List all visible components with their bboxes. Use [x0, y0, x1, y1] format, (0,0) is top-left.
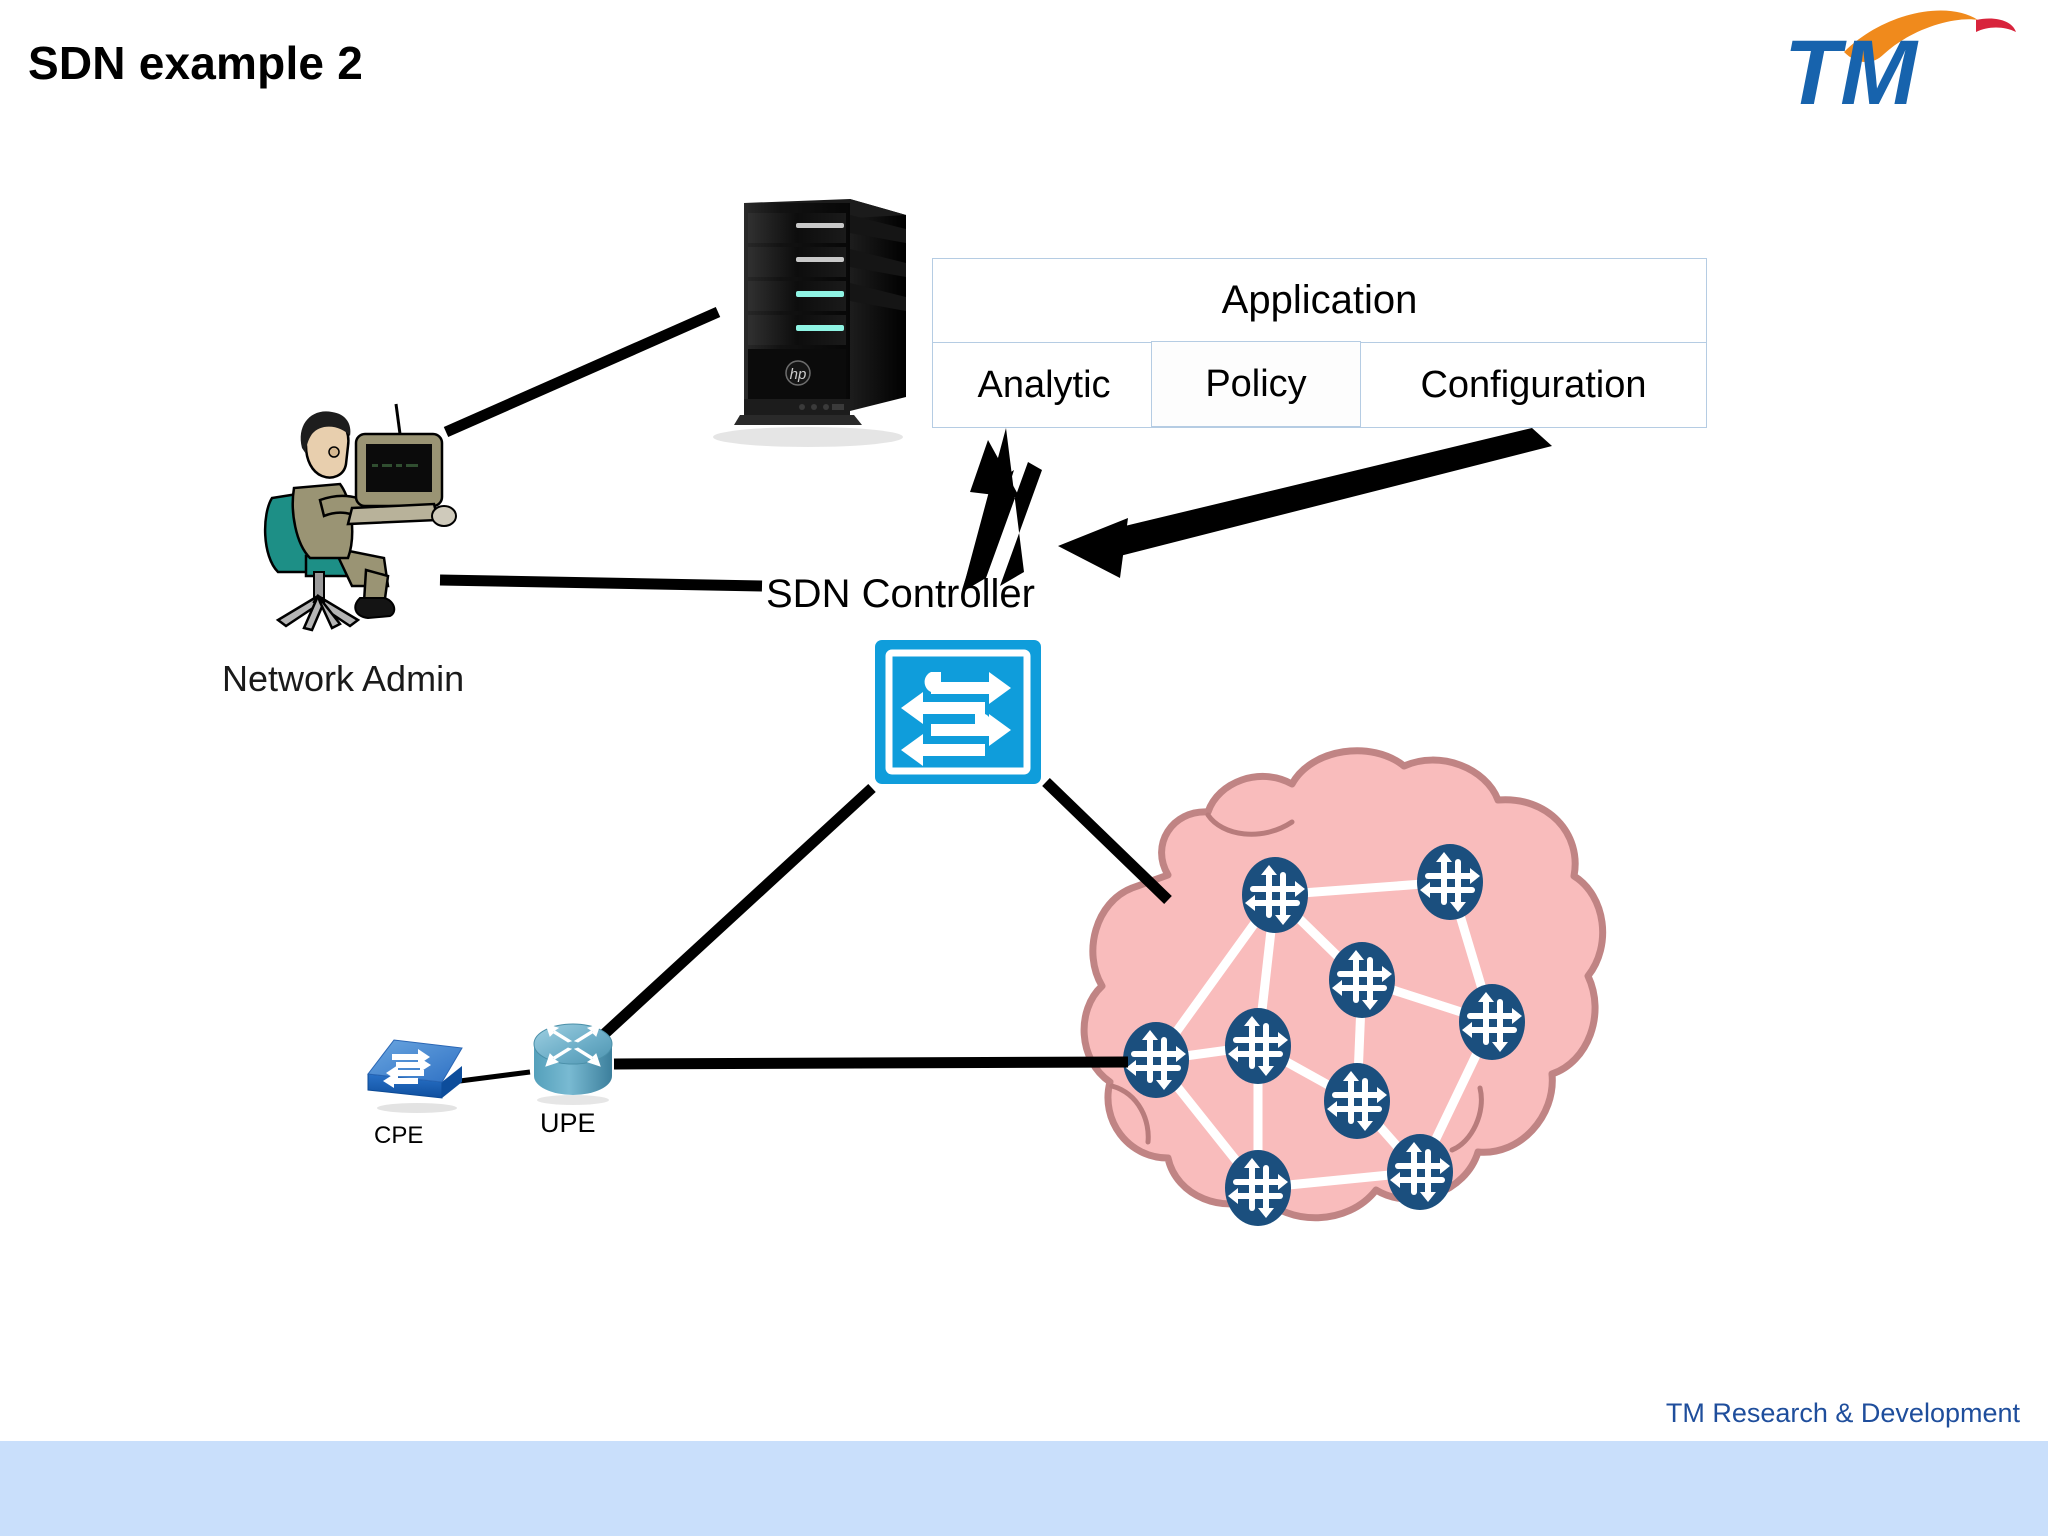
tm-logo: TM: [1780, 6, 2048, 124]
footer-band: [0, 1441, 2048, 1536]
cell-configuration[interactable]: Configuration: [1361, 343, 1706, 427]
application-cells-row: Analytic Policy Configuration: [933, 341, 1706, 428]
svg-text:hp: hp: [790, 366, 807, 383]
router-node-icon: [1387, 1134, 1453, 1210]
upe-label: UPE: [540, 1108, 596, 1138]
router-node-icon: [1417, 844, 1483, 920]
logo-tip-red: [1976, 18, 2016, 32]
router-node-icon: [1324, 1063, 1390, 1139]
cell-analytic[interactable]: Analytic: [933, 343, 1155, 428]
logo-swoosh-orange: [1844, 10, 1978, 63]
configuration-down-arrow: [1058, 428, 1552, 578]
router-node-icon: [1225, 1150, 1291, 1226]
network-admin-person-icon: [248, 380, 478, 650]
upe-router-icon[interactable]: [528, 1018, 618, 1106]
application-header-row: Application: [933, 259, 1706, 343]
link-switch-to-upe: [596, 783, 876, 1043]
link-admin-to-server: [443, 306, 721, 438]
network-cloud-shape: [1080, 747, 1607, 1222]
cell-analytic-label: Analytic: [977, 364, 1111, 406]
cell-policy[interactable]: Policy: [1151, 341, 1361, 427]
cell-configuration-label: Configuration: [1420, 363, 1647, 406]
link-switch-to-cloud: [1042, 778, 1172, 904]
link-admin-to-controller: [439, 574, 763, 592]
link-upe-to-cloud: [613, 1056, 1129, 1070]
network-admin-label: Network Admin: [222, 658, 465, 699]
analytic-up-arrow-clean: [962, 440, 1020, 590]
sdn-controller-label: SDN Controller: [766, 572, 1035, 616]
application-stack-table: Application Analytic Policy Configuratio…: [932, 258, 1707, 428]
logo-text: TM: [1784, 22, 1919, 116]
server-tower-icon: hp: [690, 185, 920, 450]
sdn-switch-icon[interactable]: [873, 638, 1043, 786]
router-node-icon: [1329, 942, 1395, 1018]
cloud-router-nodes: [1123, 844, 1525, 1226]
page-title: SDN example 2: [28, 37, 363, 89]
cell-policy-label: Policy: [1205, 362, 1307, 405]
router-node-icon: [1123, 1022, 1189, 1098]
router-node-icon: [1225, 1008, 1291, 1084]
router-node-icon: [1242, 857, 1308, 933]
cpe-switch-icon[interactable]: [362, 1032, 472, 1114]
cloud-links: [1151, 877, 1497, 1193]
application-header-label: Application: [1221, 278, 1418, 322]
footer-text: TM Research & Development: [1665, 1398, 2020, 1428]
analytic-up-arrow: [962, 428, 1042, 592]
router-node-icon: [1459, 984, 1525, 1060]
cpe-label: CPE: [374, 1122, 424, 1149]
